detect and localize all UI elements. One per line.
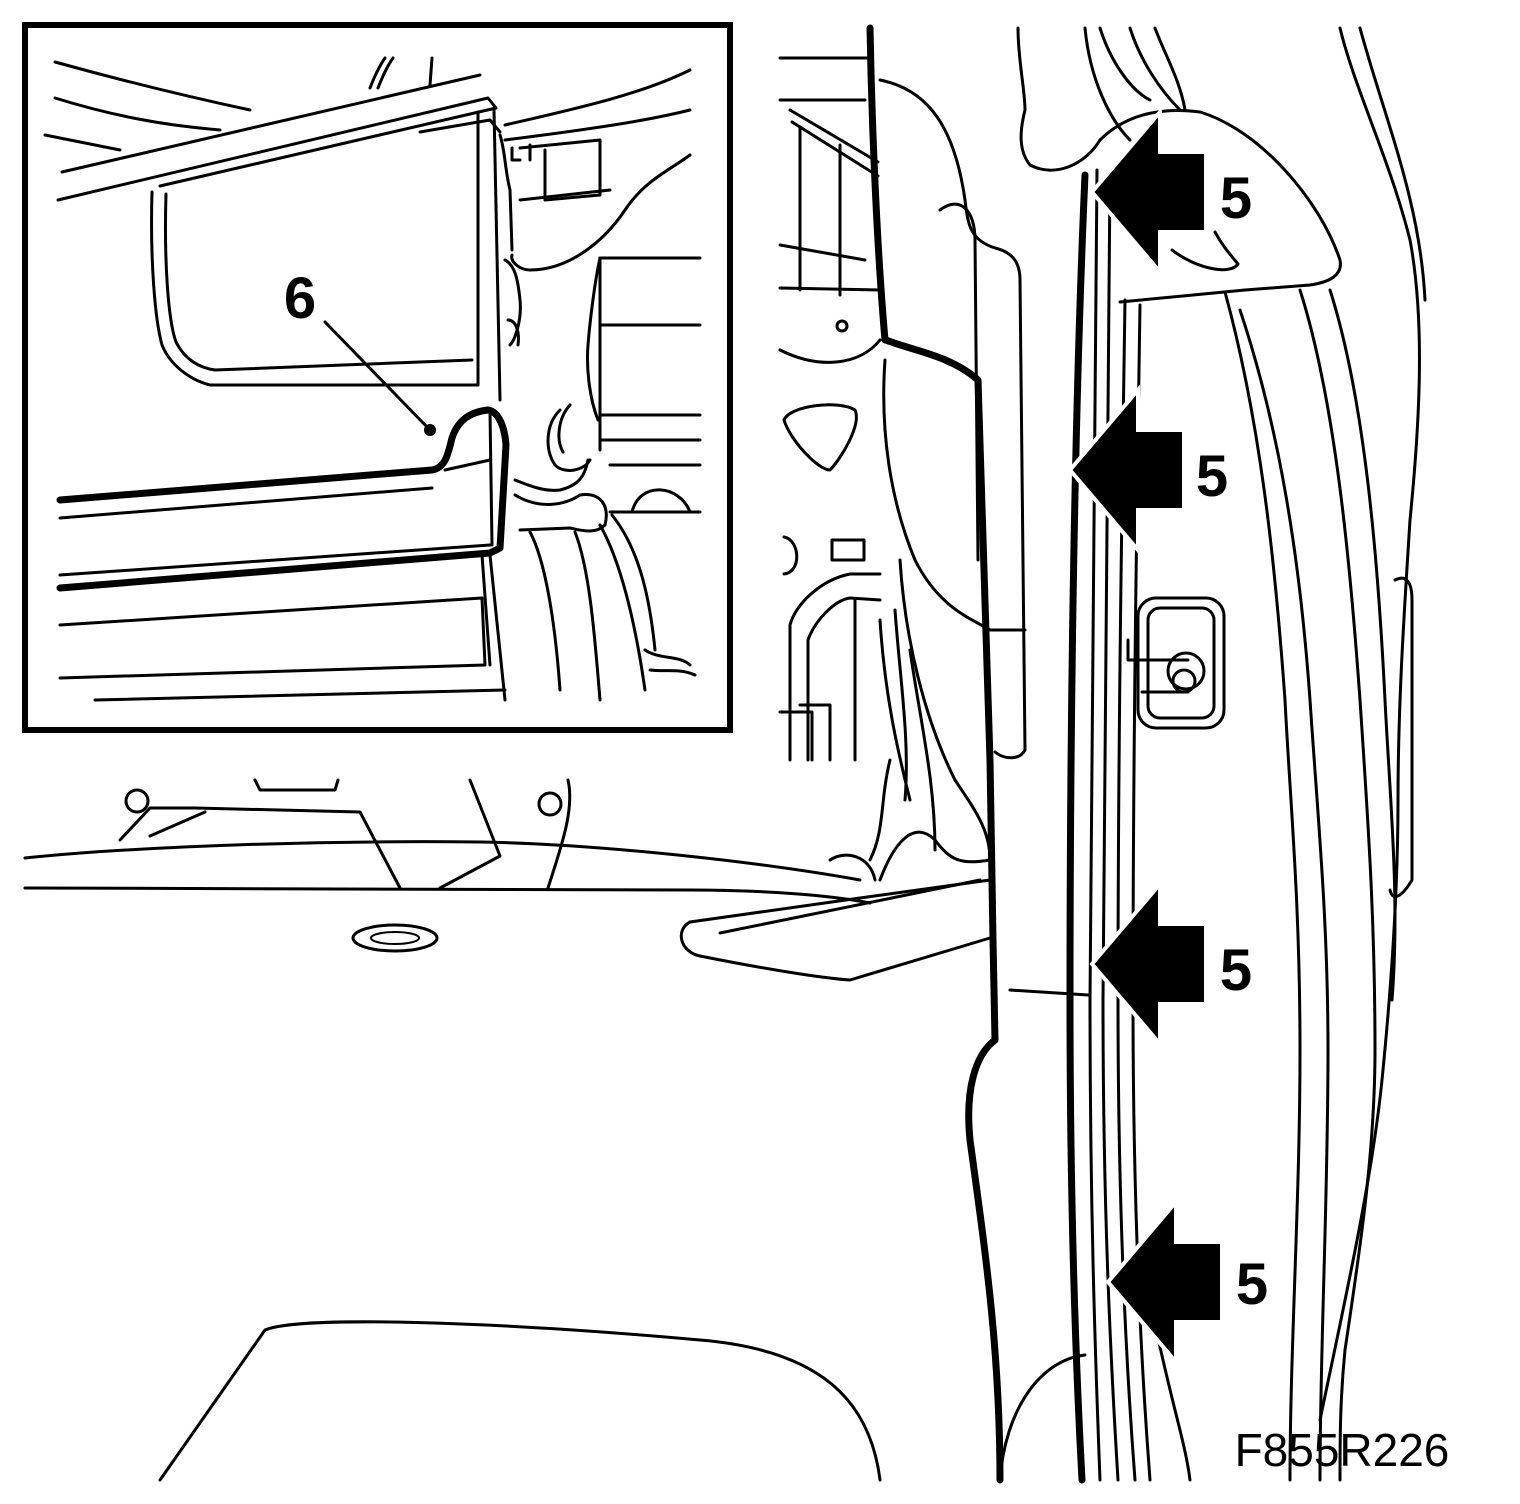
callout-label: 5 <box>1220 166 1252 231</box>
main-view <box>23 24 1427 1484</box>
door-striker <box>1126 596 1226 730</box>
leader-line <box>323 320 430 430</box>
floor-panel <box>23 778 1090 1482</box>
callout-label: 5 <box>1236 1252 1268 1317</box>
dash-console <box>778 56 882 762</box>
callout-arrow-2: 5 <box>1067 384 1228 556</box>
inset-frame <box>22 22 733 733</box>
pillar-trim <box>828 24 1027 1484</box>
inset-drawing <box>43 56 702 702</box>
callout-arrow-1: 5 <box>1089 106 1252 278</box>
door-frame <box>1016 26 1427 1484</box>
figure-code: F855R226 <box>1235 1424 1450 1476</box>
detail-inset: 6 <box>22 22 733 733</box>
callout-label: 5 <box>1196 444 1228 509</box>
callout-group: 5 5 5 5 <box>1067 106 1268 1368</box>
callout-arrow-3: 5 <box>1089 878 1252 1050</box>
inset-label: 6 <box>284 266 316 331</box>
leader-dot <box>424 424 436 436</box>
callout-arrow-4: 5 <box>1105 1196 1268 1368</box>
callout-label: 5 <box>1220 938 1252 1003</box>
